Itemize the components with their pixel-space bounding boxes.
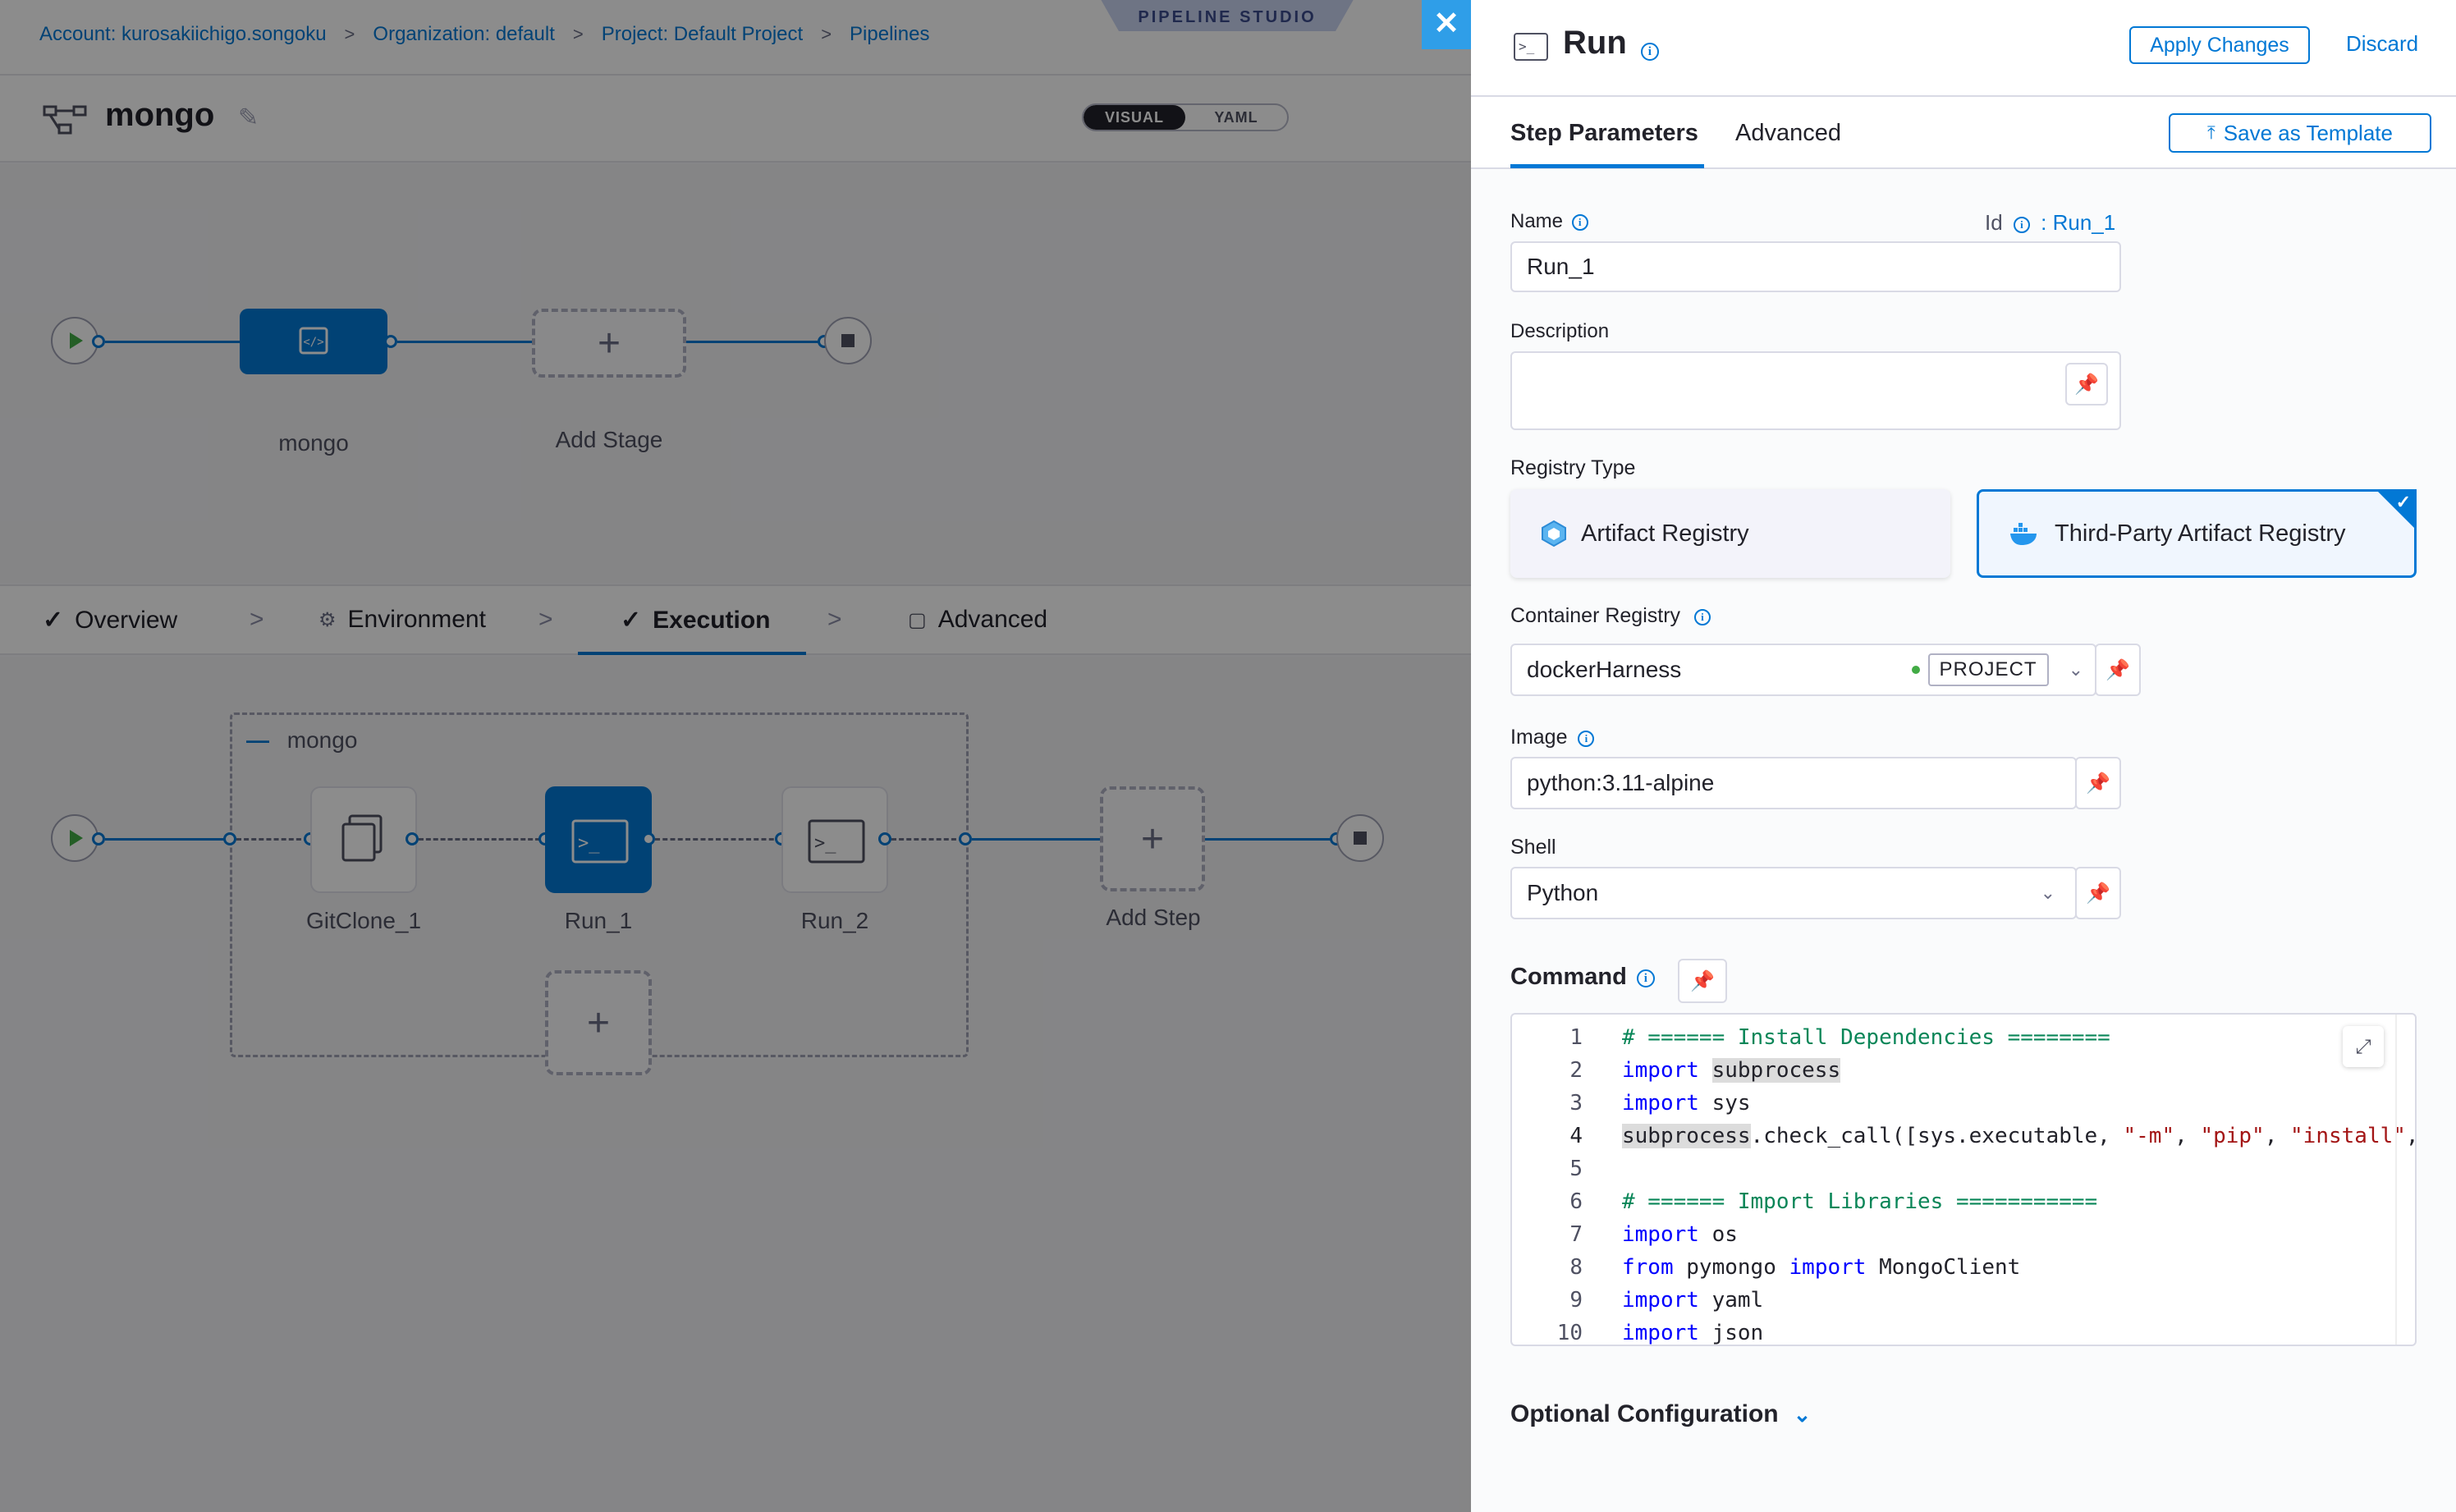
- pin-icon[interactable]: 📌: [2065, 363, 2108, 405]
- code-line: 6 # ====== Import Libraries ===========: [1512, 1185, 2417, 1218]
- code-line: 3 import sys: [1512, 1087, 2417, 1120]
- line-number: 6: [1512, 1189, 1583, 1214]
- status-dot: [1912, 666, 1920, 674]
- code-text: import json: [1622, 1321, 1763, 1345]
- description-label: Description: [1510, 320, 1609, 343]
- shell-label: Shell: [1510, 836, 1556, 859]
- tab-step-parameters[interactable]: Step Parameters: [1510, 120, 1698, 147]
- code-text: # ====== Install Dependencies ========: [1622, 1025, 2110, 1050]
- code-text: import yaml: [1622, 1288, 1763, 1313]
- code-line: 2 import subprocess: [1512, 1054, 2417, 1087]
- container-registry-label: Container Registry i: [1510, 604, 1711, 628]
- image-label-text: Image: [1510, 726, 1567, 749]
- optional-configuration-toggle[interactable]: Optional Configuration ⌄: [1510, 1400, 1811, 1428]
- id-label-text: Id: [1985, 210, 2003, 235]
- third-party-registry-label: Third-Party Artifact Registry: [2055, 520, 2346, 548]
- upload-icon: ⤒: [2207, 122, 2215, 144]
- container-registry-select[interactable]: dockerHarness PROJECT ⌄: [1510, 644, 2096, 696]
- image-input[interactable]: python:3.11-alpine: [1510, 757, 2077, 809]
- info-icon[interactable]: i: [1694, 609, 1711, 625]
- info-icon[interactable]: i: [1641, 43, 1659, 61]
- pin-icon[interactable]: 📌: [2095, 644, 2141, 696]
- registry-type-label: Registry Type: [1510, 456, 1635, 480]
- pin-icon[interactable]: 📌: [1678, 959, 1727, 1003]
- artifact-registry-icon: [1540, 520, 1568, 548]
- modal-overlay[interactable]: [0, 0, 1471, 1512]
- panel-title-text: Run: [1563, 25, 1627, 61]
- line-number: 8: [1512, 1255, 1583, 1280]
- info-icon[interactable]: i: [1637, 969, 1655, 987]
- command-code-editor[interactable]: 1 # ====== Install Dependencies ========…: [1510, 1013, 2417, 1346]
- scope-badge-group: PROJECT ⌄: [1912, 653, 2083, 686]
- name-label: Name i: [1510, 210, 1588, 233]
- pin-icon[interactable]: 📌: [2075, 867, 2121, 919]
- panel-header: >_ Run i Apply Changes Discard: [1471, 0, 2456, 97]
- pipeline-studio: Account: kurosakiichigo.songoku > Organi…: [0, 0, 1471, 1512]
- chevron-down-icon[interactable]: ⌄: [2069, 659, 2083, 680]
- code-line: 9 import yaml: [1512, 1284, 2417, 1317]
- code-line: 4 subprocess.check_call([sys.executable,…: [1512, 1120, 2417, 1152]
- code-line: 8 from pymongo import MongoClient: [1512, 1251, 2417, 1284]
- discard-button[interactable]: Discard: [2346, 31, 2418, 57]
- code-line: 1 # ====== Install Dependencies ========: [1512, 1021, 2417, 1054]
- code-text: # ====== Import Libraries ===========: [1622, 1189, 2097, 1214]
- chevron-down-icon: ⌄: [1794, 1402, 1812, 1427]
- code-line: 5: [1512, 1152, 2417, 1185]
- close-panel-button[interactable]: ✕: [1422, 0, 1471, 49]
- checkmark-icon: ✓: [2396, 492, 2411, 513]
- panel-title: Run i: [1563, 25, 1659, 62]
- line-number: 10: [1512, 1321, 1583, 1345]
- code-text: import subprocess: [1622, 1058, 1840, 1083]
- line-number: 2: [1512, 1058, 1583, 1083]
- code-line: 10 import json: [1512, 1317, 2417, 1346]
- save-as-template-label: Save as Template: [2224, 121, 2393, 146]
- line-number: 7: [1512, 1222, 1583, 1247]
- expand-icon[interactable]: ⤢: [2343, 1026, 2384, 1067]
- info-icon[interactable]: i: [2014, 217, 2030, 233]
- save-as-template-button[interactable]: ⤒ Save as Template: [2169, 113, 2431, 153]
- line-number: 1: [1512, 1025, 1583, 1050]
- id-value: : Run_1: [2041, 210, 2115, 235]
- code-text: from pymongo import MongoClient: [1622, 1255, 2020, 1280]
- description-input[interactable]: [1510, 351, 2121, 430]
- code-text: import sys: [1622, 1091, 1751, 1116]
- command-label-text: Command: [1510, 964, 1627, 990]
- name-label-text: Name: [1510, 210, 1563, 232]
- step-config-panel: >_ Run i Apply Changes Discard Step Para…: [1471, 0, 2456, 1512]
- line-number: 9: [1512, 1288, 1583, 1313]
- shell-select[interactable]: Python ⌄: [1510, 867, 2077, 919]
- apply-changes-button[interactable]: Apply Changes: [2129, 26, 2310, 64]
- info-icon[interactable]: i: [1578, 731, 1594, 747]
- shell-value: Python: [1527, 880, 1598, 906]
- info-icon[interactable]: i: [1572, 214, 1588, 231]
- pin-icon[interactable]: 📌: [2075, 757, 2121, 809]
- container-registry-value: dockerHarness: [1527, 657, 1681, 683]
- tab-advanced[interactable]: Advanced: [1735, 120, 1841, 147]
- terminal-icon: >_: [1514, 33, 1548, 61]
- id-label: Id i : Run_1: [1985, 210, 2115, 236]
- code-text: subprocess.check_call([sys.executable, "…: [1622, 1124, 2417, 1148]
- editor-scrollbar[interactable]: [2395, 1015, 2417, 1346]
- code-text: import os: [1622, 1222, 1738, 1247]
- image-label: Image i: [1510, 726, 1594, 749]
- artifact-registry-option[interactable]: Artifact Registry: [1510, 489, 1950, 578]
- scope-badge: PROJECT: [1928, 653, 2049, 686]
- panel-tabs: Step Parameters Advanced ⤒ Save as Templ…: [1471, 97, 2456, 169]
- code-line: 7 import os: [1512, 1218, 2417, 1251]
- artifact-registry-label: Artifact Registry: [1581, 520, 1749, 548]
- active-tab-indicator: [1510, 164, 1704, 168]
- name-input[interactable]: Run_1: [1510, 241, 2121, 292]
- chevron-down-icon[interactable]: ⌄: [2041, 882, 2055, 904]
- line-number: 3: [1512, 1091, 1583, 1116]
- third-party-registry-option[interactable]: Third-Party Artifact Registry ✓: [1977, 489, 2417, 578]
- line-number: 5: [1512, 1157, 1583, 1181]
- line-number: 4: [1512, 1124, 1583, 1148]
- command-label: Command i: [1510, 964, 1655, 991]
- docker-icon: [2009, 521, 2041, 546]
- optional-configuration-label: Optional Configuration: [1510, 1400, 1779, 1428]
- container-registry-label-text: Container Registry: [1510, 604, 1680, 627]
